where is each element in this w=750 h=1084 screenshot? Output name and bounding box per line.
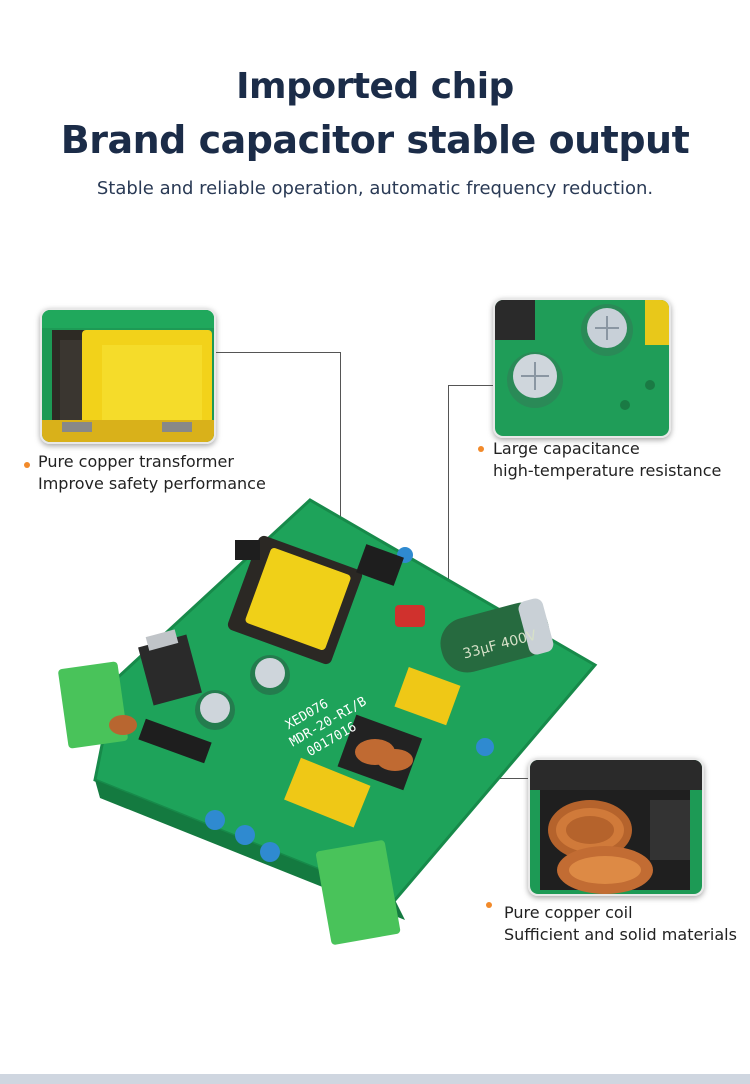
footer-bar: [0, 1074, 750, 1084]
transformer-closeup-image: [40, 308, 216, 444]
transformer-leader-horizontal: [216, 352, 340, 353]
capacitor-leader-vertical: [448, 385, 449, 625]
coil-callout: Pure copper coil Sufficient and solid ma…: [504, 902, 737, 946]
capacitor-callout: Large capacitance high-temperature resis…: [493, 438, 721, 482]
capacitor-callout-line1: Large capacitance: [493, 439, 640, 458]
capacitor-leader-horizontal: [448, 385, 493, 386]
transformer-callout-line1: Pure copper transformer: [38, 452, 234, 471]
capacitor-callout-line2: high-temperature resistance: [493, 461, 722, 480]
subtitle: Stable and reliable operation, automatic…: [96, 178, 654, 199]
transformer-callout: Pure copper transformer Improve safety p…: [38, 451, 266, 495]
transformer-callout-line2: Improve safety performance: [38, 474, 266, 493]
coil-bullet-icon: [486, 902, 492, 908]
coil-closeup-image: [528, 758, 704, 896]
title-line-1: Imported chip: [236, 66, 514, 107]
coil-callout-line2: Sufficient and solid materials: [504, 925, 737, 944]
capacitor-bullet-icon: [478, 446, 484, 452]
transformer-bullet-icon: [24, 462, 30, 468]
coil-callout-line1: Pure copper coil: [504, 903, 633, 922]
transformer-leader-vertical: [340, 352, 341, 602]
pcb-board-image: XED076 MDR-20-RI/B 0017016 33µF 400V: [55, 460, 615, 954]
capacitor-closeup-image: [493, 298, 671, 438]
title-line-2: Brand capacitor stable output: [60, 118, 690, 162]
